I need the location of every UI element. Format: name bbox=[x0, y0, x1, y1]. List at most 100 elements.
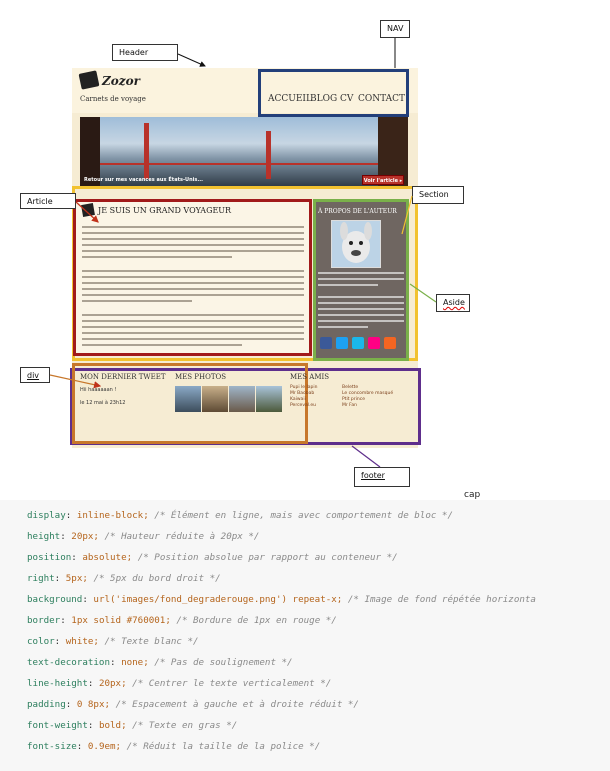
author-avatar-icon bbox=[340, 222, 372, 263]
site-header bbox=[72, 68, 418, 113]
code-property: padding bbox=[27, 699, 66, 710]
friend-link[interactable]: Pupi le lapin bbox=[290, 385, 318, 390]
photo-thumbnail[interactable] bbox=[175, 386, 201, 412]
banner-read-article-button[interactable]: Voir l'article ▸ bbox=[362, 175, 404, 185]
code-line: height: 20px; /* Hauteur réduite à 20px … bbox=[27, 531, 260, 542]
code-line: font-weight: bold; /* Texte en gras */ bbox=[27, 720, 238, 731]
friend-link[interactable]: Belette bbox=[342, 385, 359, 390]
banner-image bbox=[80, 117, 408, 187]
article-text-line bbox=[82, 314, 304, 316]
friend-link[interactable]: Le concombre masqué bbox=[342, 391, 394, 396]
aside-text-line bbox=[318, 326, 368, 328]
aside-text-line bbox=[318, 308, 404, 310]
code-comment: /* Position absolue par rapport au conte… bbox=[137, 552, 398, 563]
code-property: font-size bbox=[27, 741, 77, 752]
code-value: 20px; bbox=[71, 531, 99, 542]
code-comment: /* Texte en gras */ bbox=[132, 720, 238, 731]
footer-tweet-date: le 12 mai à 23h12 bbox=[80, 400, 126, 406]
friend-link[interactable]: Perceval.eu bbox=[290, 403, 317, 408]
article-text-line bbox=[82, 244, 304, 246]
article-text-line bbox=[82, 256, 232, 258]
article-text-line bbox=[82, 250, 304, 252]
photo-thumbnail[interactable] bbox=[202, 386, 228, 412]
callout-section: Section bbox=[412, 186, 464, 204]
code-value: 20px; bbox=[98, 678, 127, 689]
friend-link[interactable]: Kaiwaii bbox=[290, 397, 306, 402]
bridge-deck bbox=[80, 163, 408, 165]
article-text-line bbox=[82, 332, 304, 334]
twitter-icon[interactable] bbox=[336, 337, 348, 349]
code-line: line-height: 20px; /* Centrer le texte v… bbox=[27, 678, 332, 689]
bridge-tower-right bbox=[266, 131, 271, 179]
aside-text-line bbox=[318, 314, 404, 316]
code-line: display: inline-block; /* Élément en lig… bbox=[27, 510, 453, 521]
code-line: padding: 0 8px; /* Espacement à gauche e… bbox=[27, 699, 359, 710]
callout-div: div bbox=[20, 367, 50, 383]
article-title: JE SUIS UN GRAND VOYAGEUR bbox=[98, 206, 232, 215]
code-value: none; bbox=[121, 657, 149, 668]
callout-arrows bbox=[49, 38, 437, 468]
code-value: 0 8px; bbox=[76, 699, 111, 710]
aside-text-line bbox=[318, 272, 404, 274]
code-property: display bbox=[27, 510, 66, 521]
code-property: background bbox=[27, 594, 83, 605]
callout-article: Article bbox=[20, 193, 76, 209]
friend-link[interactable]: Mr Fan bbox=[342, 403, 357, 408]
facebook-icon[interactable] bbox=[320, 337, 332, 349]
nav-item-accueil[interactable]: ACCUEIL bbox=[268, 94, 312, 104]
code-comment: /* Espacement à gauche et à droite rédui… bbox=[115, 699, 359, 710]
code-property: height bbox=[27, 531, 61, 542]
friend-link[interactable]: Mr Baobab bbox=[290, 391, 315, 396]
article-text-line bbox=[82, 282, 304, 284]
code-comment: /* Image de fond répétée horizonta bbox=[347, 594, 536, 605]
code-comment: /* 5px du bord droit */ bbox=[93, 573, 221, 584]
code-property: font-weight bbox=[27, 720, 88, 731]
code-line: font-size: 0.9em; /* Réduit la taille de… bbox=[27, 741, 321, 752]
arrow-aside bbox=[409, 283, 437, 303]
friend-link[interactable]: Ptit prince bbox=[342, 397, 365, 402]
author-photo bbox=[331, 220, 381, 268]
flickr-icon[interactable] bbox=[368, 337, 380, 349]
photo-thumbnail[interactable] bbox=[256, 386, 282, 412]
arrow-section bbox=[401, 195, 413, 235]
footer-friends-title: MES AMIS bbox=[290, 373, 330, 381]
code-line: position: absolute; /* Position absolue … bbox=[27, 552, 398, 563]
code-comment: /* Pas de soulignement */ bbox=[154, 657, 293, 668]
article-text-line bbox=[82, 232, 304, 234]
callout-aside: Aside bbox=[436, 294, 470, 312]
article-text-line bbox=[82, 270, 304, 272]
code-property: line-height bbox=[27, 678, 88, 689]
nav-item-contact[interactable]: CONTACT bbox=[358, 94, 406, 104]
nav-item-blog[interactable]: BLOG bbox=[310, 94, 338, 104]
bridge-tower-left bbox=[144, 123, 149, 179]
code-line: background: url('images/fond_degraderoug… bbox=[27, 594, 536, 605]
callout-footer: footer bbox=[354, 467, 410, 487]
footer-photos-title: MES PHOTOS bbox=[175, 373, 227, 381]
article-text-line bbox=[82, 288, 304, 290]
aside-text-line bbox=[318, 320, 404, 322]
code-line: text-decoration: none; /* Pas de soulign… bbox=[27, 657, 293, 668]
rss-icon[interactable] bbox=[384, 337, 396, 349]
article-text-line bbox=[82, 294, 304, 296]
aside-text-line bbox=[318, 302, 404, 304]
caption-text: cap bbox=[464, 490, 481, 500]
article-text-line bbox=[82, 300, 192, 302]
arrow-footer bbox=[351, 445, 381, 468]
code-value: inline-block; bbox=[76, 510, 149, 521]
code-property: border bbox=[27, 615, 61, 626]
callout-nav: NAV bbox=[380, 20, 410, 38]
article-text-line bbox=[82, 326, 304, 328]
vimeo-icon[interactable] bbox=[352, 337, 364, 349]
code-comment: /* Réduit la taille de la police */ bbox=[126, 741, 321, 752]
nav-item-cv[interactable]: CV bbox=[340, 94, 354, 104]
photo-thumbnail[interactable] bbox=[229, 386, 255, 412]
site-tagline: Carnets de voyage bbox=[80, 95, 146, 103]
code-property: color bbox=[27, 636, 55, 647]
code-line: color: white; /* Texte blanc */ bbox=[27, 636, 199, 647]
callout-header: Header bbox=[112, 44, 178, 61]
div-outline bbox=[72, 363, 308, 444]
arrow-article bbox=[75, 201, 99, 223]
article-text-line bbox=[82, 226, 304, 228]
code-comment: /* Bordure de 1px en rouge */ bbox=[176, 615, 337, 626]
arrow-header bbox=[177, 53, 206, 67]
